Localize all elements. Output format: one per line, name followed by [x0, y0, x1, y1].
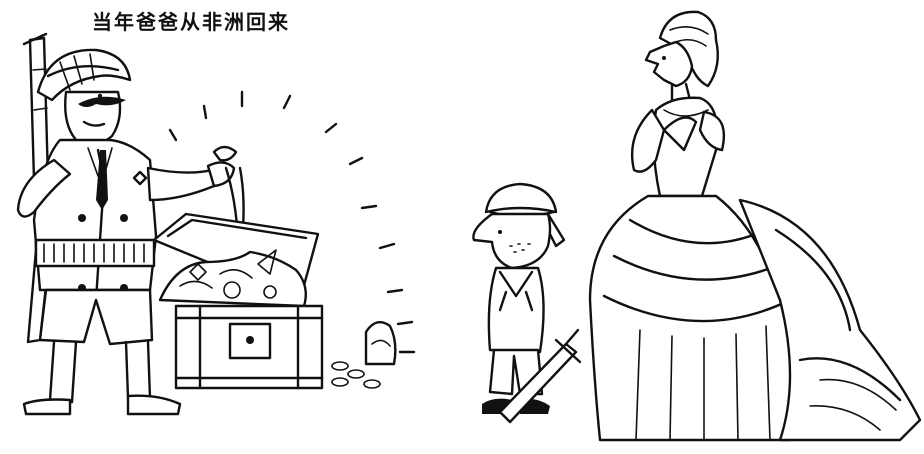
- sailor-boy-figure: [472, 182, 582, 424]
- toy-sword-icon: [498, 328, 582, 424]
- elegant-lady-figure: [588, 10, 922, 442]
- treasure-chest-icon: [152, 212, 397, 390]
- shine-rays-icon: [168, 90, 416, 354]
- cartoon-caption: 当年爸爸从非洲回来: [92, 10, 290, 34]
- explorer-father-figure: [16, 32, 245, 416]
